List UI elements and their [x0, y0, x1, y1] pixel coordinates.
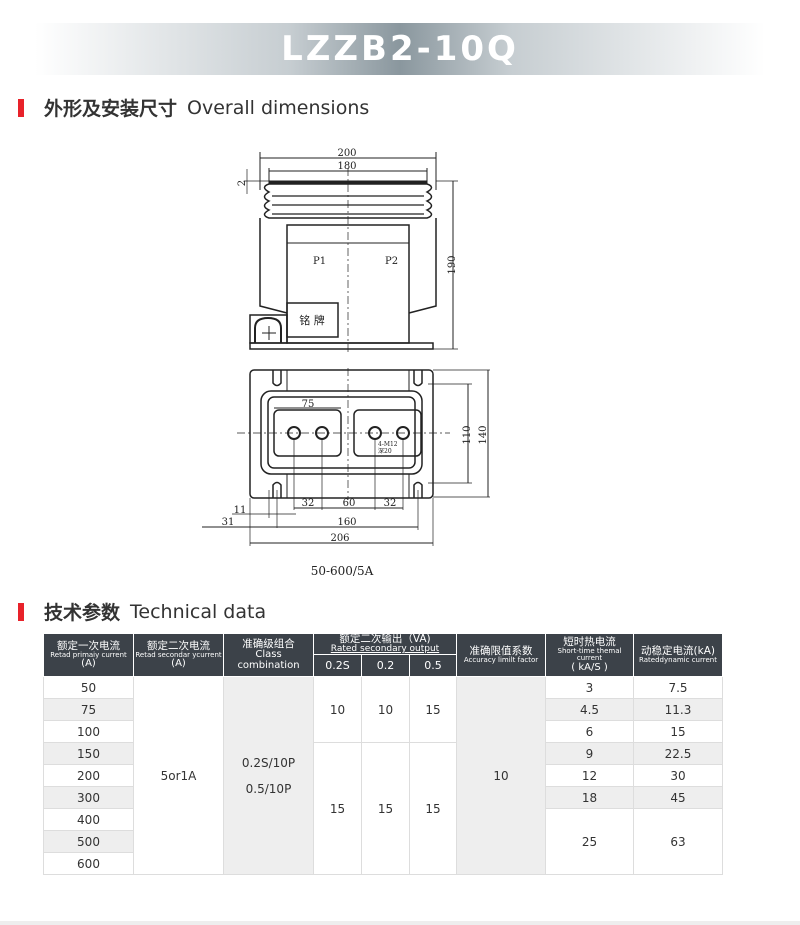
dynamic-cell: 15: [633, 720, 723, 744]
title-banner: LZZB2-10Q: [35, 23, 765, 75]
section-marker: [18, 98, 24, 117]
header-dynamic: 动稳定电流(kA)Rateddynamic current: [633, 632, 723, 678]
dim-32-right: 32: [384, 498, 397, 509]
dynamic-cell: 22.5: [633, 742, 723, 766]
table-row: 600: [43, 852, 723, 876]
section-title-en: Overall dimensions: [187, 96, 370, 119]
output-cell: 10: [313, 676, 362, 744]
dynamic-cell: 45: [633, 786, 723, 810]
dynamic-cell: 11.3: [633, 698, 723, 722]
primary-cell: 200: [43, 764, 134, 788]
table-row: 500: [43, 830, 723, 854]
header-02s: 0.2S: [313, 654, 362, 678]
header-05: 0.5: [409, 654, 457, 678]
drawing-caption: 50-600/5A: [311, 564, 374, 578]
dim-60: 60: [343, 498, 356, 509]
section-title-cn: 技术参数: [44, 602, 121, 624]
dim-200: 200: [337, 148, 356, 159]
thermal-cell: 4.5: [545, 698, 634, 722]
alf-cell: 10: [456, 676, 546, 876]
primary-cell: 600: [43, 852, 134, 876]
thermal-cell: 6: [545, 720, 634, 744]
dimension-drawing: 200 180 2 190 P1 P2 铭 牌 75 110 140 4-M12…: [202, 148, 490, 578]
primary-cell: 150: [43, 742, 134, 766]
output-cell: 15: [409, 742, 457, 876]
dynamic-cell: 30: [633, 764, 723, 788]
dim-180: 180: [337, 161, 356, 172]
primary-cell: 75: [43, 698, 134, 722]
label-bolt: 4-M12: [378, 441, 398, 448]
dim-11: 11: [234, 505, 247, 516]
output-cell: 10: [361, 676, 410, 744]
section-header-technical: 技术参数 Technical data: [18, 598, 266, 625]
primary-cell: 400: [43, 808, 134, 832]
section-header-dimensions: 外形及安装尺寸 Overall dimensions: [18, 94, 369, 121]
label-p2: P2: [385, 256, 398, 267]
dim-140: 140: [478, 425, 489, 444]
output-cell: 15: [409, 676, 457, 744]
primary-cell: 500: [43, 830, 134, 854]
secondary-cell: 5or1A: [133, 676, 224, 876]
thermal-cell: 12: [545, 764, 634, 788]
output-cell: 15: [361, 742, 410, 876]
primary-cell: 100: [43, 720, 134, 744]
label-nameplate: 铭 牌: [299, 313, 325, 327]
output-cell: 15: [313, 742, 362, 876]
dim-160: 160: [337, 517, 356, 528]
section-title-en: Technical data: [130, 600, 267, 623]
primary-cell: 50: [43, 676, 134, 700]
dynamic-cell: 63: [633, 808, 723, 876]
thermal-cell: 3: [545, 676, 634, 700]
dim-206: 206: [330, 533, 349, 544]
dim-75: 75: [302, 399, 315, 410]
primary-cell: 300: [43, 786, 134, 810]
section-marker: [18, 602, 24, 621]
product-title: LZZB2-10Q: [281, 29, 519, 69]
thermal-cell: 9: [545, 742, 634, 766]
dim-31: 31: [222, 517, 235, 528]
label-p1: P1: [313, 256, 326, 267]
header-output: 额定二次输出（VA)Rated secondary output: [313, 632, 457, 656]
dim-32-left: 32: [302, 498, 315, 509]
dim-2: 2: [237, 180, 248, 186]
label-depth: 深20: [378, 447, 392, 455]
thermal-cell: 18: [545, 786, 634, 810]
thermal-cell: 25: [545, 808, 634, 876]
dynamic-cell: 7.5: [633, 676, 723, 700]
section-title-cn: 外形及安装尺寸: [44, 98, 178, 120]
footer-divider: [0, 921, 800, 925]
header-02: 0.2: [361, 654, 410, 678]
